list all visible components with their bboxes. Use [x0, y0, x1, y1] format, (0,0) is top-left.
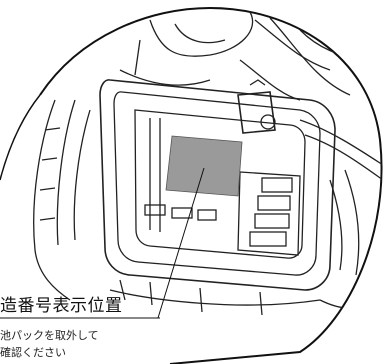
magnifier-outline — [39, 6, 383, 364]
leader-line — [157, 167, 205, 319]
serial-label-area — [165, 135, 243, 197]
removal-instruction-note: 池パックを取外して 確認ください — [0, 329, 99, 359]
serial-number-location-label: 造番号表示位置 — [0, 296, 123, 316]
